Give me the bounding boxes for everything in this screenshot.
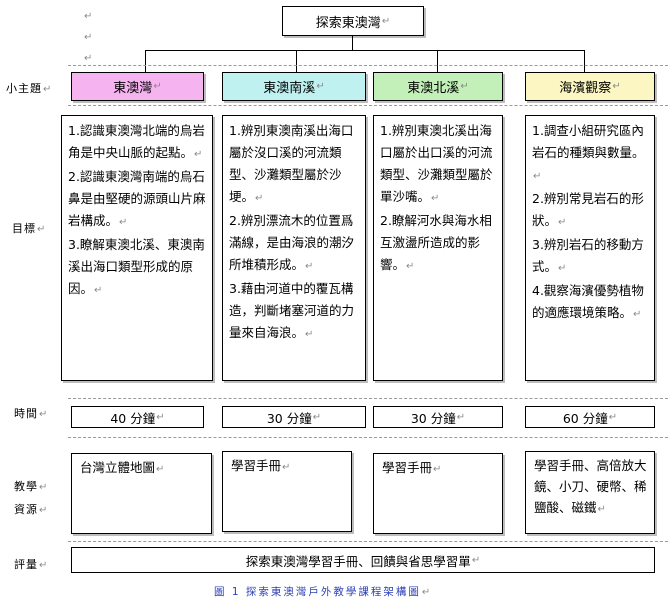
time-box-3: 30 分鐘↵ <box>373 406 503 428</box>
goal-item: 4.觀察海濱優勢植物的適應環境策略。↵ <box>532 283 644 320</box>
subtopic-header-4: 海濱觀察↵ <box>525 72 655 101</box>
subtopic-header-3: 東澳北溪↵ <box>373 72 503 101</box>
branch-drop-4 <box>584 50 585 72</box>
separator-4 <box>68 437 668 438</box>
branch-drop-2 <box>296 50 297 72</box>
branch-connector <box>145 50 585 51</box>
goal-item: 2.認識東澳灣南端的烏石鼻是由堅硬的源頭山片麻岩構成。↵ <box>68 169 206 228</box>
goal-item: 2.瞭解河水與海水相互激盪所造成的影響。↵ <box>380 213 492 272</box>
time-box-4: 60 分鐘↵ <box>525 406 655 428</box>
row-label-goals: 目標↵ <box>12 222 47 235</box>
goal-box-3: 1.辨別東澳北溪出海口屬於出口溪的河流類型、沙灘類型屬於單沙嘴。↵ 2.瞭解河水… <box>373 115 503 381</box>
goal-item: 1.調查小組研究區內岩石的種類與數量。↵ <box>532 123 645 182</box>
branch-drop-3 <box>437 50 438 72</box>
resource-box-1: 台灣立體地圖↵ <box>71 453 212 534</box>
goal-item: 3.瞭解東澳北溪、東澳南溪出海口類型形成的原因。↵ <box>68 237 205 296</box>
goal-item: 1.辨別東澳南溪出海口屬於沒口溪的河流類型、沙灘類型屬於沙埂。↵ <box>229 123 354 204</box>
goal-box-1: 1.認識東澳灣北端的烏岩角是中央山脈的起點。↵ 2.認識東澳灣南端的烏石鼻是由堅… <box>61 115 213 381</box>
branch-drop-1 <box>145 50 146 72</box>
row-label-evaluation: 評量↵ <box>14 558 49 571</box>
goal-box-2: 1.辨別東澳南溪出海口屬於沒口溪的河流類型、沙灘類型屬於沙埂。↵ 2.辨別漂流木… <box>222 115 366 381</box>
resource-box-2: 學習手冊↵ <box>222 451 352 532</box>
goal-box-4: 1.調查小組研究區內岩石的種類與數量。↵ 2.辨別常見岩石的形狀。↵ 3.辨別岩… <box>525 115 655 381</box>
time-box-2: 30 分鐘↵ <box>222 406 366 428</box>
goal-item: 3.藉由河道中的覆瓦構造，判斷堵塞河道的力量來自海浪。↵ <box>229 281 355 340</box>
left-return-marks: ↵↵↵ <box>84 11 93 64</box>
evaluation-box: 探索東澳灣學習手冊、回饋與省思學習單↵ <box>71 547 655 573</box>
subtopic-header-2: 東澳南溪↵ <box>222 72 366 101</box>
resource-box-4: 學習手冊、高倍放大鏡、小刀、硬幣、稀鹽酸、磁鐵↵ <box>525 451 655 534</box>
subtopic-header-1: 東澳灣↵ <box>71 72 204 101</box>
title-connector <box>352 36 353 50</box>
row-label-subtopic: 小主題↵ <box>6 82 53 95</box>
goal-item: 2.辨別常見岩石的形狀。↵ <box>532 191 644 228</box>
goal-item: 3.辨別岩石的移動方式。↵ <box>532 237 644 274</box>
goal-item: 1.認識東澳灣北端的烏岩角是中央山脈的起點。↵ <box>68 123 205 160</box>
row-label-resources: 教學↵ 資源↵ <box>14 480 49 516</box>
diagram-title: 探索東澳灣↵ <box>282 6 424 36</box>
row-label-time: 時間↵ <box>14 407 49 420</box>
separator-5 <box>68 541 668 542</box>
separator-3 <box>68 398 668 399</box>
figure-caption: 圖 1 探索東澳灣戶外教學課程架構圖↵ <box>214 586 433 598</box>
goal-item: 1.辨別東澳北溪出海口屬於出口溪的河流類型、沙灘類型屬於單沙嘴。↵ <box>380 123 493 204</box>
goal-item: 2.辨別漂流木的位置爲滿線，是由海浪的潮汐所堆積形成。↵ <box>229 213 355 272</box>
resource-box-3: 學習手冊↵ <box>373 453 503 534</box>
time-box-1: 40 分鐘↵ <box>71 406 204 428</box>
separator-1 <box>68 65 668 66</box>
separator-2 <box>68 105 668 106</box>
